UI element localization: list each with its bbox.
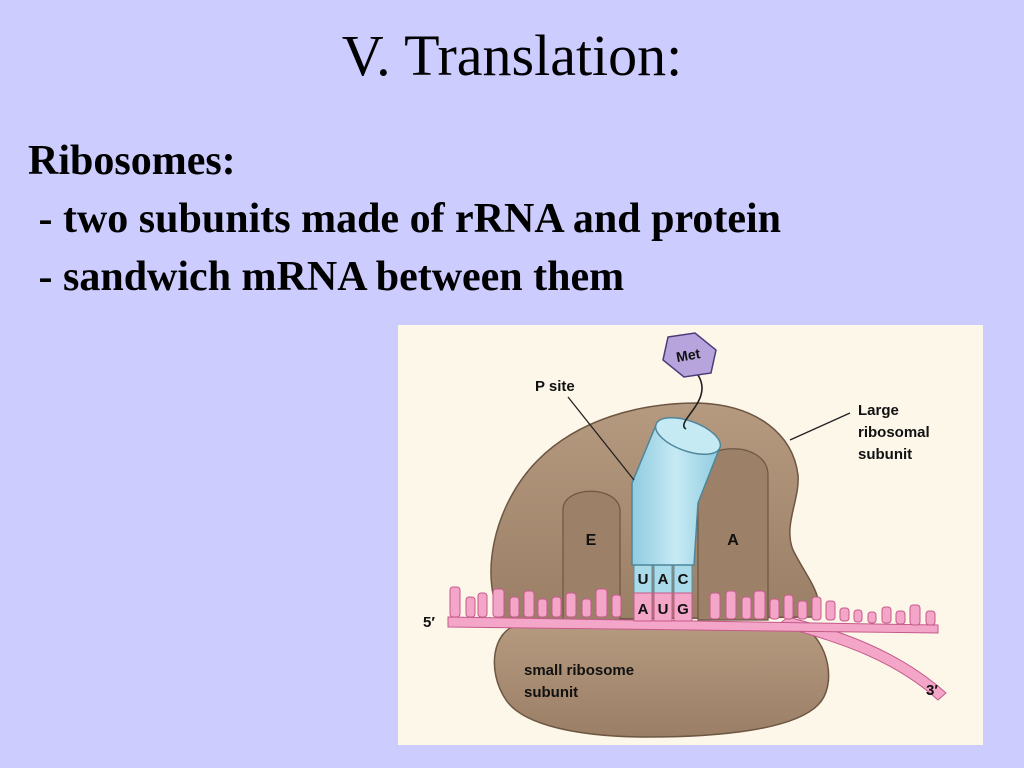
large-subunit-label-line-3: subunit — [858, 446, 912, 463]
trna-top — [654, 416, 722, 456]
slide-body: Ribosomes: - two subunits made of rRNA a… — [28, 132, 781, 306]
small-subunit-label-line-2: subunit — [524, 684, 578, 701]
anticodon-base-2: A — [658, 571, 669, 588]
small-subunit-label-line-1: small ribosome — [524, 662, 634, 679]
met-label: Met — [675, 345, 702, 365]
ribosome-figure: Met P site Large ribosomal subunit E A U… — [398, 325, 983, 745]
anticodon-base-1: U — [638, 571, 649, 588]
anticodon-base-3: C — [678, 571, 689, 588]
e-site-label: E — [586, 532, 597, 549]
five-prime-label: 5′ — [423, 614, 435, 631]
small-subunit-label: small ribosome subunit — [524, 662, 638, 701]
codon-pairing — [633, 564, 693, 622]
large-subunit-label-line-2: ribosomal — [858, 424, 930, 441]
a-site-label: A — [727, 532, 739, 549]
bullet-1: - two subunits made of rRNA and protein — [28, 196, 782, 242]
mrna-strand — [447, 586, 939, 634]
p-site-leader — [567, 396, 635, 481]
large-subunit-leader — [789, 412, 851, 441]
large-subunit-label-line-1: Large — [858, 402, 899, 419]
small-ribosomal-subunit — [493, 624, 830, 738]
body-heading: Ribosomes: — [28, 138, 236, 184]
ribosome-diagram: Met P site Large ribosomal subunit E A U… — [423, 332, 947, 738]
slide-title: V. Translation: — [341, 23, 683, 88]
p-site-label: P site — [535, 378, 575, 395]
codon-base-2: U — [658, 601, 669, 618]
bullet-2: - sandwich mRNA between them — [28, 254, 625, 300]
large-subunit-label: Large ribosomal subunit — [858, 402, 934, 463]
codon-base-3: G — [677, 601, 689, 618]
codon-base-1: A — [638, 601, 649, 618]
e-site-channel — [562, 490, 621, 621]
three-prime-label: 3′ — [926, 682, 938, 699]
met-amino-acid — [662, 332, 717, 378]
